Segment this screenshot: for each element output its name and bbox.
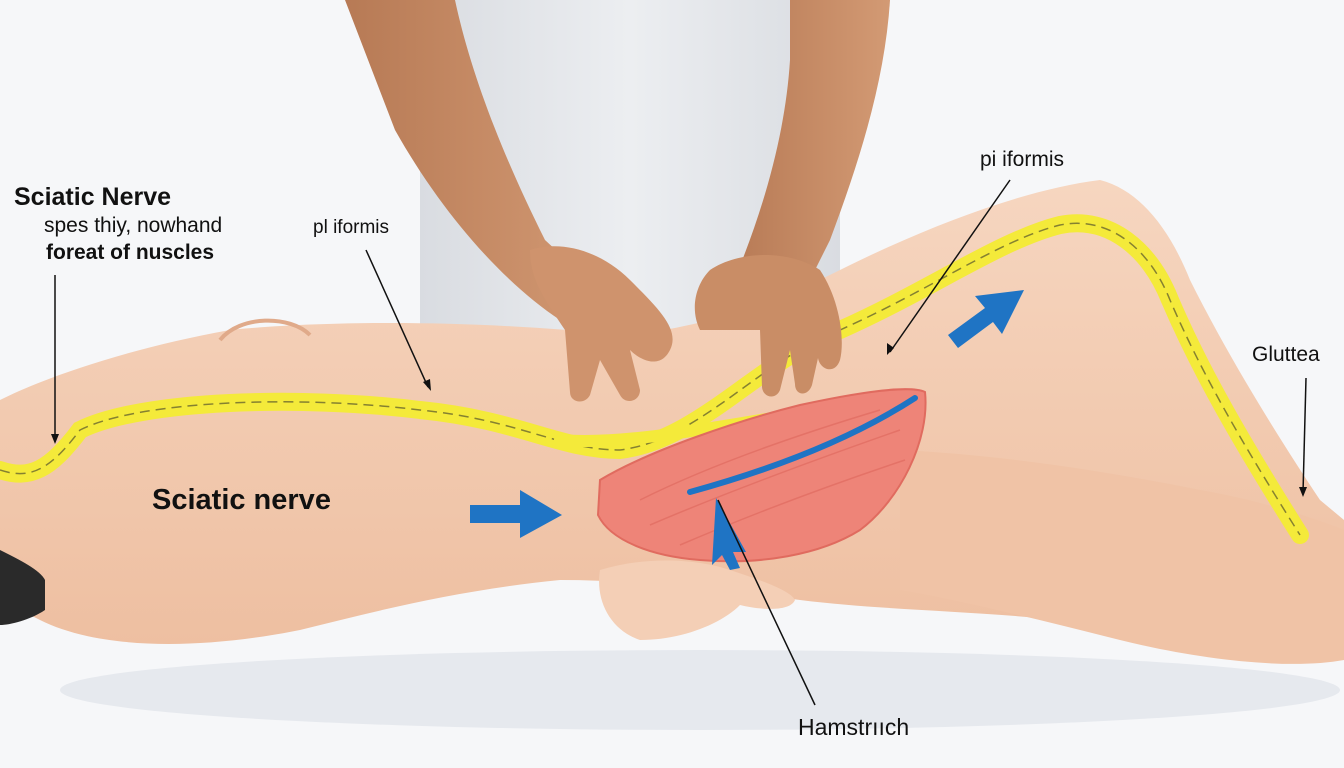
buttocks-contour (218, 318, 312, 342)
flow-arrow-icon (470, 490, 562, 538)
piriformis-label-left: pl iformis (313, 217, 390, 238)
patient-lower-leg (900, 450, 1344, 664)
piriformis-label-top: pi iformis (980, 148, 1065, 171)
hamstring-label: Hamstrııch (798, 714, 910, 740)
subtitle-line-1: spes thiy, nowhand (44, 214, 223, 237)
leader-line (717, 499, 816, 706)
leader-arrowhead (1299, 487, 1307, 497)
leader-line (1302, 377, 1307, 494)
muscle-fibers (639, 409, 906, 546)
leader-arrowhead (887, 343, 894, 355)
leader-line (365, 249, 429, 388)
sciatic-nerve-core (0, 222, 1301, 536)
therapist-right-arm (730, 0, 890, 300)
blue-stretch-line (687, 395, 918, 495)
hamstring-muscle (596, 388, 927, 563)
therapist-left-hand (530, 246, 673, 402)
sciatic-nerve-title: Sciatic Nerve (14, 183, 172, 211)
patient-hair (0, 550, 45, 625)
leader-arrowhead (423, 379, 431, 391)
flow-arrow-icon (948, 290, 1024, 348)
sciatic-nerve-body-label: Sciatic nerve (152, 484, 331, 516)
therapist-right-hand (694, 255, 842, 397)
leader-line (889, 179, 1011, 353)
leader-arrowhead (51, 434, 59, 444)
therapist-left-arm (345, 0, 610, 320)
gluteal-label: Gluttea (1252, 343, 1320, 366)
flow-arrow-icon (712, 498, 746, 570)
table-shadow (60, 650, 1340, 730)
patient-hand (599, 560, 795, 640)
subtitle-line-2: foreat of nuscles (46, 241, 215, 264)
